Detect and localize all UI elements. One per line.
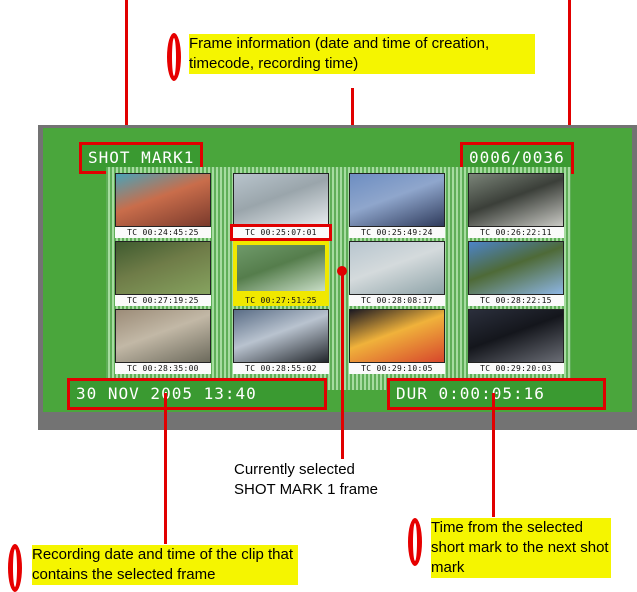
date-leader-line bbox=[164, 393, 167, 544]
thumbnail-timecode: TC 00:24:45:25 bbox=[115, 227, 211, 238]
thumbnail-frame[interactable]: TC 00:26:22:11 bbox=[468, 173, 564, 238]
thumbnail-timecode: TC 00:28:55:02 bbox=[233, 363, 329, 374]
thumbnail-image bbox=[468, 173, 564, 227]
selected-frame-dot bbox=[337, 266, 347, 276]
thumbnail-frame[interactable]: TC 00:29:10:05 bbox=[349, 309, 445, 374]
selected-frame-leader-line bbox=[341, 270, 344, 459]
thumbnail-image bbox=[349, 309, 445, 363]
thumbnail-timecode: TC 00:28:22:15 bbox=[468, 295, 564, 306]
callout-marker-icon bbox=[8, 544, 22, 592]
thumbnail-image bbox=[233, 173, 329, 227]
counter-leader-line bbox=[568, 0, 571, 143]
thumbnail-timecode: TC 00:29:10:05 bbox=[349, 363, 445, 374]
thumbnail-timecode: TC 00:25:07:01 bbox=[230, 224, 332, 241]
selected-frame-label-line2: SHOT MARK 1 frame bbox=[234, 481, 378, 498]
thumbnail-timecode: TC 00:28:08:17 bbox=[349, 295, 445, 306]
thumbnail-frame[interactable]: TC 00:28:55:02 bbox=[233, 309, 329, 374]
thumbnail-frame[interactable]: TC 00:29:20:03 bbox=[468, 309, 564, 374]
thumbnail-frame[interactable]: TC 00:27:51:25 bbox=[233, 241, 329, 306]
thumbnail-frame[interactable]: TC 00:24:45:25 bbox=[115, 173, 211, 238]
thumbnail-frame[interactable]: TC 00:25:07:01 bbox=[230, 173, 332, 241]
callout-marker-icon bbox=[167, 33, 181, 81]
time-to-next-callout: Time from the selected short mark to the… bbox=[431, 518, 611, 578]
thumbnail-image bbox=[349, 173, 445, 227]
thumbnail-frame[interactable]: TC 00:28:08:17 bbox=[349, 241, 445, 306]
thumbnail-timecode: TC 00:27:19:25 bbox=[115, 295, 211, 306]
thumbnail-image bbox=[233, 309, 329, 363]
callout-marker-icon bbox=[408, 518, 422, 566]
thumbnail-timecode: TC 00:26:22:11 bbox=[468, 227, 564, 238]
selected-frame-label: Currently selected SHOT MARK 1 frame bbox=[234, 460, 464, 500]
thumbnail-frame[interactable]: TC 00:28:35:00 bbox=[115, 309, 211, 374]
recording-date-callout: Recording date and time of the clip that… bbox=[32, 545, 298, 585]
thumbnail-frame[interactable]: TC 00:27:19:25 bbox=[115, 241, 211, 306]
duration-leader-line bbox=[492, 393, 495, 517]
thumbnail-image bbox=[233, 241, 329, 295]
thumbnail-timecode: TC 00:25:49:24 bbox=[349, 227, 445, 238]
thumbnail-frame[interactable]: TC 00:25:49:24 bbox=[349, 173, 445, 238]
thumbnail-timecode: TC 00:29:20:03 bbox=[468, 363, 564, 374]
thumbnail-image bbox=[349, 241, 445, 295]
thumbnail-image bbox=[115, 173, 211, 227]
duration-display: DUR 0:00:05:16 bbox=[387, 378, 606, 410]
thumbnail-image bbox=[468, 241, 564, 295]
selected-frame-label-line1: Currently selected bbox=[234, 461, 355, 478]
title-leader-line bbox=[125, 0, 128, 143]
thumbnail-timecode: TC 00:28:35:00 bbox=[115, 363, 211, 374]
thumbnail-frame[interactable]: TC 00:28:22:15 bbox=[468, 241, 564, 306]
thumbnail-image bbox=[468, 309, 564, 363]
thumbnail-image bbox=[115, 309, 211, 363]
thumbnail-timecode: TC 00:27:51:25 bbox=[233, 295, 329, 306]
recording-date-display: 30 NOV 2005 13:40 bbox=[67, 378, 327, 410]
frame-info-callout: Frame information (date and time of crea… bbox=[189, 34, 535, 74]
thumbnail-image bbox=[115, 241, 211, 295]
